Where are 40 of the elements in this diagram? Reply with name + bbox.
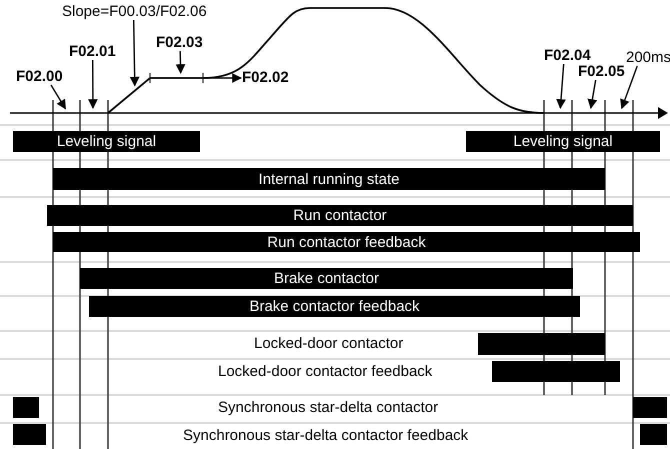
signal-bar — [466, 131, 660, 152]
signal-name: Locked-door contactor — [254, 335, 404, 353]
signal-bar — [640, 424, 667, 445]
parameter-label: F02.03 — [156, 35, 203, 50]
signal-bar — [478, 333, 605, 355]
parameter-label: Slope=F00.03/F02.06 — [62, 4, 207, 19]
signal-name: Run contactor feedback — [267, 234, 426, 250]
signal-name: Internal running state — [258, 170, 400, 188]
signal-bar — [492, 361, 620, 382]
arrow — [620, 66, 638, 110]
signal-name: Locked-door contactor feedback — [218, 363, 432, 381]
signal-name: Run contactor — [293, 207, 387, 224]
parameter-label: F02.01 — [69, 44, 116, 59]
parameter-label: F02.04 — [544, 48, 591, 63]
arrow — [556, 64, 566, 109]
time-axis — [10, 107, 668, 119]
parameter-label: F02.02 — [242, 70, 289, 85]
arrow — [130, 20, 140, 87]
signal-bar — [13, 131, 200, 152]
parameter-label: F02.05 — [578, 64, 625, 79]
signal-bar — [13, 424, 46, 445]
signal-bar — [53, 168, 605, 190]
signal-bar — [53, 232, 640, 252]
signal-name: Brake contactor — [274, 270, 380, 287]
signal-name: Synchronous star-delta contactor feedback — [183, 427, 468, 445]
signal-bar — [47, 205, 633, 226]
signal-name: Synchronous star-delta contactor — [218, 399, 438, 417]
arrow — [204, 73, 242, 83]
signal-name: Leveling signal — [56, 133, 156, 150]
arrow — [50, 84, 66, 110]
signal-bar — [633, 397, 667, 418]
signal-bar — [89, 296, 580, 317]
parameter-label: F02.00 — [16, 69, 63, 84]
signal-name: Brake contactor feedback — [249, 298, 420, 315]
arrow — [176, 50, 186, 74]
arrow — [88, 60, 98, 109]
signal-name: Leveling signal — [513, 133, 613, 150]
arrow — [588, 80, 598, 110]
signal-bar — [13, 397, 39, 418]
signal-bar — [80, 268, 573, 289]
